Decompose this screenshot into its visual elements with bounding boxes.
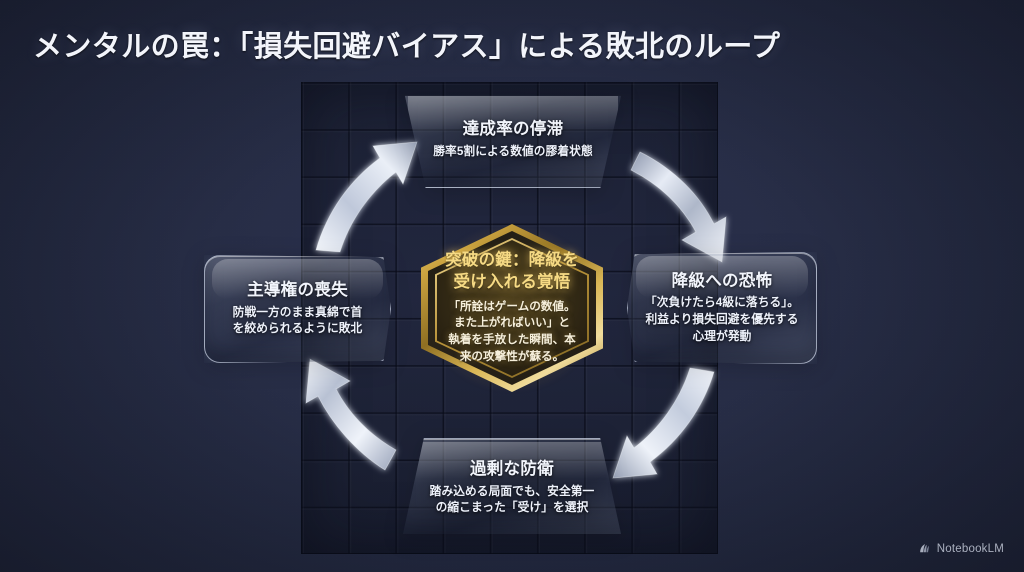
node-text: 過剰な防衛 踏み込める局面でも、安全第一 の縮こまった「受け」を選択 <box>422 459 603 517</box>
node-text: 主導権の喪失 防戦一方のまま真綿で首 を絞められるように敗北 <box>225 280 371 338</box>
node-heading: 主導権の喪失 <box>247 281 348 300</box>
notebooklm-watermark: NotebookLM <box>918 542 1004 555</box>
notebooklm-label: NotebookLM <box>936 542 1004 555</box>
page-title: メンタルの罠：「損失回避バイアス」による敗北のループ <box>33 31 781 63</box>
hexagon-heading-line-1: 突破の鍵：降級を <box>445 251 579 270</box>
hexagon-heading-line-2: 受け入れる覚悟 <box>453 273 571 292</box>
node-achievement-stagnation[interactable]: 達成率の停滞 勝率5割による数値の膠着状態 <box>398 92 628 188</box>
node-glass-surface <box>627 252 817 364</box>
node-body-line-2: の縮こまった「受け」を選択 <box>435 501 589 515</box>
hexagon-body-line-3: 執着を手放した瞬間、本 <box>448 333 576 347</box>
node-text: 達成率の停滞 勝率5割による数値の膠着状態 <box>425 119 601 160</box>
hexagon-body-line-4: 来の攻撃性が蘇る。 <box>459 349 565 363</box>
node-fear-of-demotion[interactable]: 降級への恐怖 「次負けたら4級に落ちる」。 利益より損失回避を優先する 心理が発… <box>627 252 817 364</box>
node-body-line-1: 「次負けたら4級に落ちる」。 <box>645 296 799 310</box>
hexagon-body-line-1: 「所詮はゲームの数値。 <box>448 299 576 313</box>
center-hexagon[interactable]: 突破の鍵：降級を 受け入れる覚悟 「所詮はゲームの数値。 また上がればいい」と … <box>387 190 637 426</box>
node-heading: 達成率の停滞 <box>462 120 564 139</box>
node-body-line-1: 防戦一方のまま真綿で首 <box>232 305 363 319</box>
node-body-line-1: 踏み込める局面でも、安全第一 <box>429 484 595 498</box>
node-heading: 過剰な防衛 <box>470 460 554 479</box>
node-excessive-defense[interactable]: 過剰な防衛 踏み込める局面でも、安全第一 の縮こまった「受け」を選択 <box>396 438 628 538</box>
node-body-line-1: 勝率5割による数値の膠着状態 <box>433 145 593 158</box>
notebooklm-icon <box>918 542 931 555</box>
node-body-line-2: 利益より損失回避を優先する <box>645 313 799 326</box>
node-body-line-2: を絞められるように敗北 <box>232 322 363 336</box>
node-text: 降級への恐怖 「次負けたら4級に落ちる」。 利益より損失回避を優先する 心理が発… <box>637 271 807 345</box>
node-loss-of-initiative[interactable]: 主導権の喪失 防戦一方のまま真綿で首 を絞められるように敗北 <box>204 255 391 363</box>
grid-panel-edge <box>301 82 718 554</box>
node-body-line-3: 心理が発動 <box>692 329 752 343</box>
node-heading: 降級への恐怖 <box>671 271 773 290</box>
node-glass-surface <box>402 438 622 534</box>
node-glass-surface <box>404 95 622 188</box>
hexagon-text: 突破の鍵：降級を 受け入れる覚悟 「所詮はゲームの数値。 また上がればいい」と … <box>421 224 603 392</box>
hexagon-body-line-2: また上がればいい」と <box>454 316 570 330</box>
